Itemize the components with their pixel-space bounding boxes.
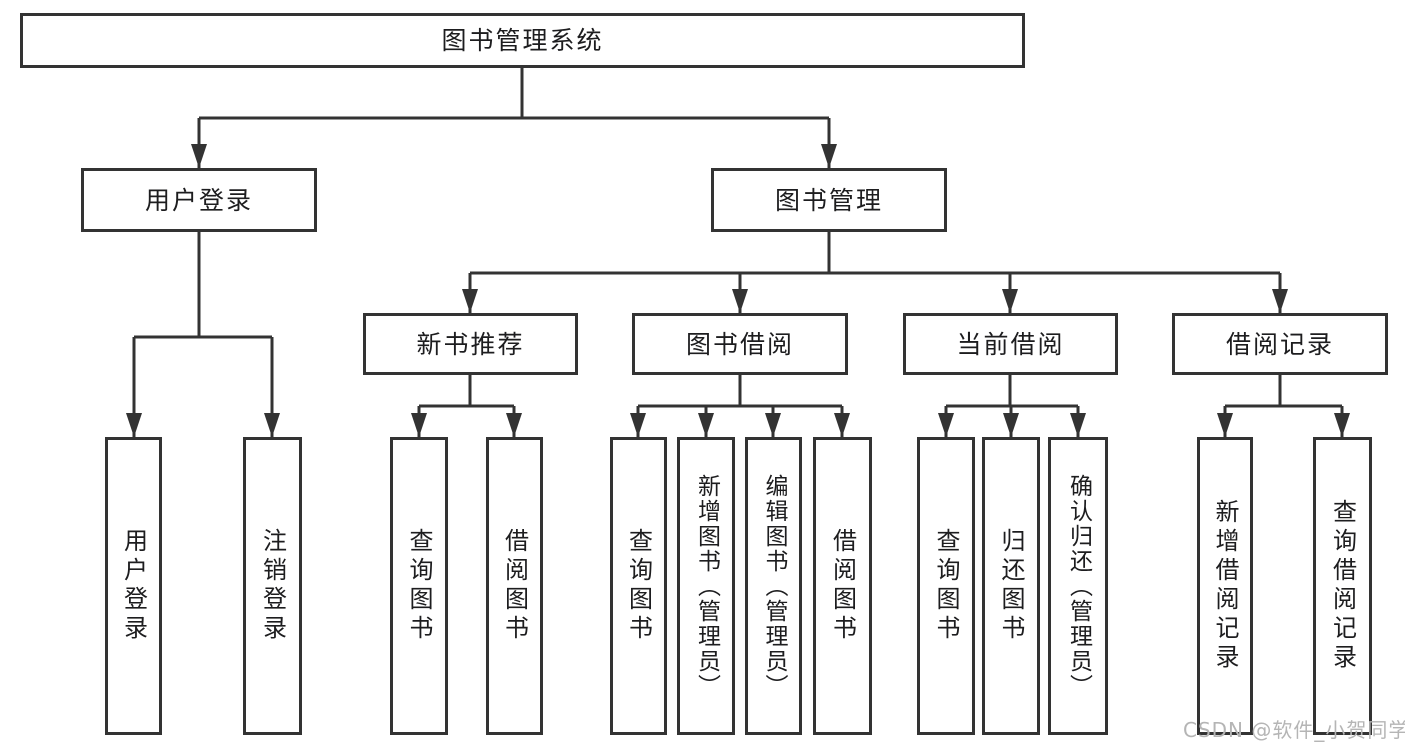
leaf-bb-query-book: 查询图书 xyxy=(610,437,667,735)
leaf-user-login: 用户登录 xyxy=(105,437,162,735)
node-new-book-recommend: 新书推荐 xyxy=(363,313,578,375)
arrowheads xyxy=(126,144,1350,437)
node-label: 新增借阅记录 xyxy=(1211,499,1239,673)
leaf-cb-query-book: 查询图书 xyxy=(917,437,975,735)
node-label: 查询图书 xyxy=(405,528,433,644)
leaf-nb-borrow-book: 借阅图书 xyxy=(486,437,543,735)
csdn-watermark: CSDN @软件_小贺同学 xyxy=(1183,718,1405,742)
leaf-br-add-record: 新增借阅记录 xyxy=(1197,437,1253,735)
node-label: 借阅图书 xyxy=(500,528,529,644)
connector-borrow-records xyxy=(1223,375,1344,437)
leaf-cb-confirm-return-admin: 确认归还（管理员） xyxy=(1048,437,1108,735)
connector-user-login xyxy=(132,232,274,437)
node-label: 编辑图书（管理员） xyxy=(761,473,787,699)
node-label: 借阅记录 xyxy=(1225,329,1334,359)
node-label: 图书管理 xyxy=(774,185,883,215)
node-book-borrowing: 图书借阅 xyxy=(632,313,848,375)
node-label: 新增图书（管理员） xyxy=(693,473,720,699)
connector-book-borrowing xyxy=(636,375,844,437)
node-label: 查询图书 xyxy=(932,528,960,644)
node-user-login: 用户登录 xyxy=(81,168,317,232)
node-label: 用户登录 xyxy=(119,528,148,644)
node-label: 确认归还（管理员） xyxy=(1065,473,1092,699)
leaf-bb-add-book-admin: 新增图书（管理员） xyxy=(677,437,735,735)
leaf-bb-borrow-book: 借阅图书 xyxy=(813,437,872,735)
leaf-bb-edit-book-admin: 编辑图书（管理员） xyxy=(745,437,802,735)
connector-book-management xyxy=(468,232,1282,313)
node-borrow-records: 借阅记录 xyxy=(1172,313,1388,375)
node-label: 借阅图书 xyxy=(828,528,857,644)
node-label: 当前借阅 xyxy=(956,329,1065,359)
node-label: 用户登录 xyxy=(144,185,253,215)
node-label: 图书借阅 xyxy=(685,329,794,359)
leaf-br-query-record: 查询借阅记录 xyxy=(1313,437,1372,735)
node-book-management: 图书管理 xyxy=(711,168,947,232)
node-label: 新书推荐 xyxy=(416,329,525,359)
node-current-borrowing: 当前借阅 xyxy=(903,313,1118,375)
leaf-nb-query-book: 查询图书 xyxy=(390,437,448,735)
node-label: 注销登录 xyxy=(258,528,287,644)
connector-root xyxy=(197,68,831,168)
leaf-cb-return-book: 归还图书 xyxy=(982,437,1040,735)
node-label: 查询借阅记录 xyxy=(1328,499,1357,673)
node-label: 图书管理系统 xyxy=(441,26,604,55)
leaf-logout: 注销登录 xyxy=(243,437,302,735)
node-library-system: 图书管理系统 xyxy=(20,13,1025,68)
node-label: 查询图书 xyxy=(624,528,653,644)
connector-new-book xyxy=(417,375,516,437)
node-label: 归还图书 xyxy=(997,528,1025,644)
